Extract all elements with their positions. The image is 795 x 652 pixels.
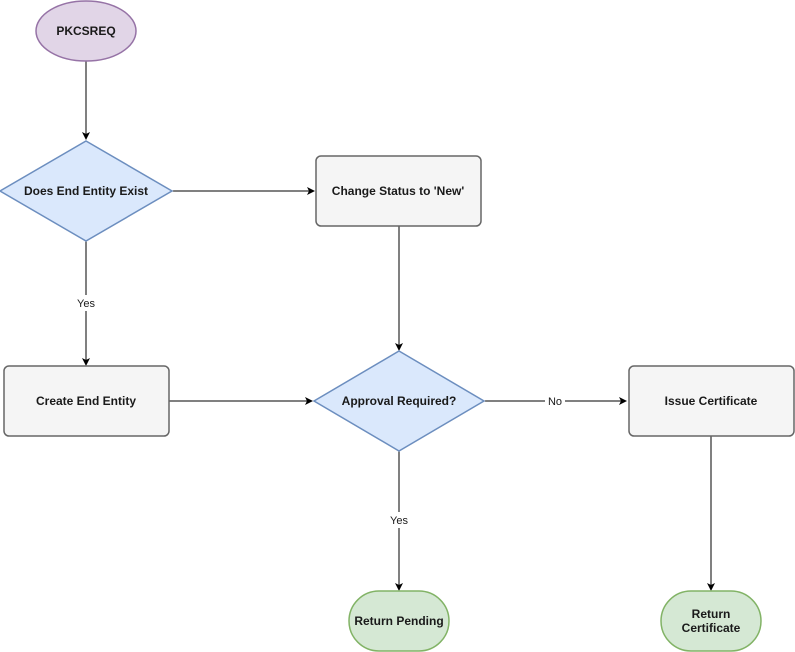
node-entity-exists-label: Does End Entity Exist [24, 184, 148, 198]
edge-labels: Yes No Yes [74, 295, 565, 528]
return-pending-terminal [348, 590, 450, 652]
edge-label-approval-no: No [548, 396, 562, 408]
edges [82, 61, 715, 591]
approval-required-diamond [312, 350, 486, 452]
edge-label-approval-yes: Yes [390, 515, 408, 527]
node-create-entity[interactable]: Create End Entity [3, 365, 170, 437]
return-certificate-terminal [660, 590, 762, 652]
node-return-pending-label: Return Pending [354, 614, 443, 628]
edge-label-entity-yes: Yes [77, 298, 95, 310]
node-create-entity-label: Create End Entity [36, 394, 136, 408]
node-entity-exists[interactable]: Does End Entity Exist [0, 140, 174, 242]
node-issue-certificate[interactable]: Issue Certificate [628, 365, 795, 437]
node-issue-certificate-label: Issue Certificate [665, 394, 758, 408]
node-return-pending[interactable]: Return Pending [348, 590, 450, 652]
entity-exists-diamond [0, 140, 174, 242]
node-return-certificate-label-line2: Certificate [682, 621, 741, 635]
node-approval-required[interactable]: Approval Required? [312, 350, 486, 452]
start-ellipse [35, 0, 137, 62]
change-status-box [315, 155, 482, 227]
node-return-certificate[interactable]: Return Certificate [660, 590, 762, 652]
issue-certificate-box [628, 365, 795, 437]
node-return-certificate-label-line1: Return [692, 607, 731, 621]
node-start[interactable]: PKCSREQ [35, 0, 137, 62]
node-change-status[interactable]: Change Status to 'New' [315, 155, 482, 227]
node-start-label: PKCSREQ [56, 24, 115, 38]
node-approval-required-label: Approval Required? [342, 394, 457, 408]
create-entity-box [3, 365, 170, 437]
node-change-status-label: Change Status to 'New' [332, 184, 465, 198]
